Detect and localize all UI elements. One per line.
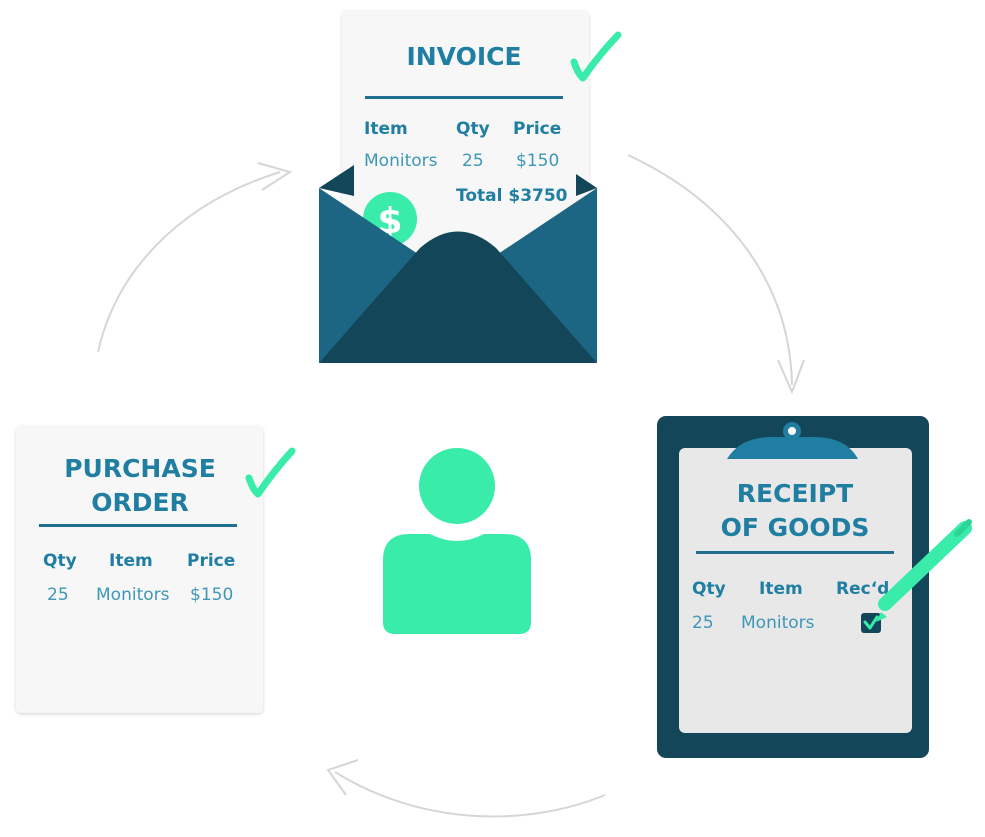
receipt-title-line1: RECEIPT xyxy=(737,479,853,508)
invoice-header-qty: Qty xyxy=(456,119,490,139)
person-icon xyxy=(383,448,531,634)
invoice-header-item: Item xyxy=(364,119,408,139)
invoice-row-qty: 25 xyxy=(462,151,484,171)
purchase-order-row-price: $150 xyxy=(190,585,233,605)
invoice-group: INVOICE Item Qty Price Monitors 25 $150 … xyxy=(319,11,622,363)
purchase-order-row-item: Monitors xyxy=(96,585,170,605)
invoice-checkmark-icon xyxy=(570,31,622,82)
purchase-order-title-line2: ORDER xyxy=(91,488,189,517)
arrow-invoice-to-receipt-head xyxy=(777,359,805,395)
receipt-row-item: Monitors xyxy=(741,613,815,633)
invoice-row-item: Monitors xyxy=(364,151,438,171)
receipt-header-item: Item xyxy=(759,579,803,599)
receipt-title-underline xyxy=(696,551,894,554)
purchase-order-row-qty: 25 xyxy=(47,585,69,605)
received-checkbox-checkmark-icon xyxy=(863,615,879,630)
receipt-header-received: Rec‘d xyxy=(836,579,889,599)
receipt-title-line2: OF GOODS xyxy=(721,513,870,542)
purchase-order-title-underline xyxy=(39,524,237,527)
clipboard-paper xyxy=(679,448,912,733)
arrow-invoice-to-receipt xyxy=(627,154,793,386)
purchase-order-title-line1: PURCHASE xyxy=(64,454,216,483)
purchase-order-group: PURCHASE ORDER Qty Item Price 25 Monitor… xyxy=(16,426,296,713)
purchase-order-header-item: Item xyxy=(109,551,153,571)
invoice-title-underline xyxy=(365,96,563,99)
invoice-title: INVOICE xyxy=(406,42,521,71)
purchase-order-paper xyxy=(16,426,263,713)
purchase-order-header-price: Price xyxy=(187,551,235,571)
receipt-row-qty: 25 xyxy=(692,613,714,633)
pen-icon xyxy=(876,519,972,622)
clipboard-clip-hole xyxy=(788,427,796,435)
receipt-of-goods-group: RECEIPT OF GOODS Qty Item Rec‘d 25 Monit… xyxy=(657,416,972,758)
invoice-header-price: Price xyxy=(513,119,561,139)
arrow-po-to-invoice xyxy=(97,171,281,353)
invoice-row-price: $150 xyxy=(516,151,559,171)
arrow-po-to-invoice-head xyxy=(257,162,293,191)
invoice-total: Total $3750 xyxy=(456,186,568,206)
clipboard-clip-icon xyxy=(727,437,858,459)
purchase-order-header-qty: Qty xyxy=(43,551,77,571)
receipt-header-qty: Qty xyxy=(692,579,726,599)
purchase-order-checkmark-icon xyxy=(245,447,296,498)
arrow-receipt-to-po-head xyxy=(326,759,359,796)
envelope-icon xyxy=(319,165,597,363)
arrow-receipt-to-po xyxy=(334,771,606,818)
cycle-arrows xyxy=(97,154,805,818)
